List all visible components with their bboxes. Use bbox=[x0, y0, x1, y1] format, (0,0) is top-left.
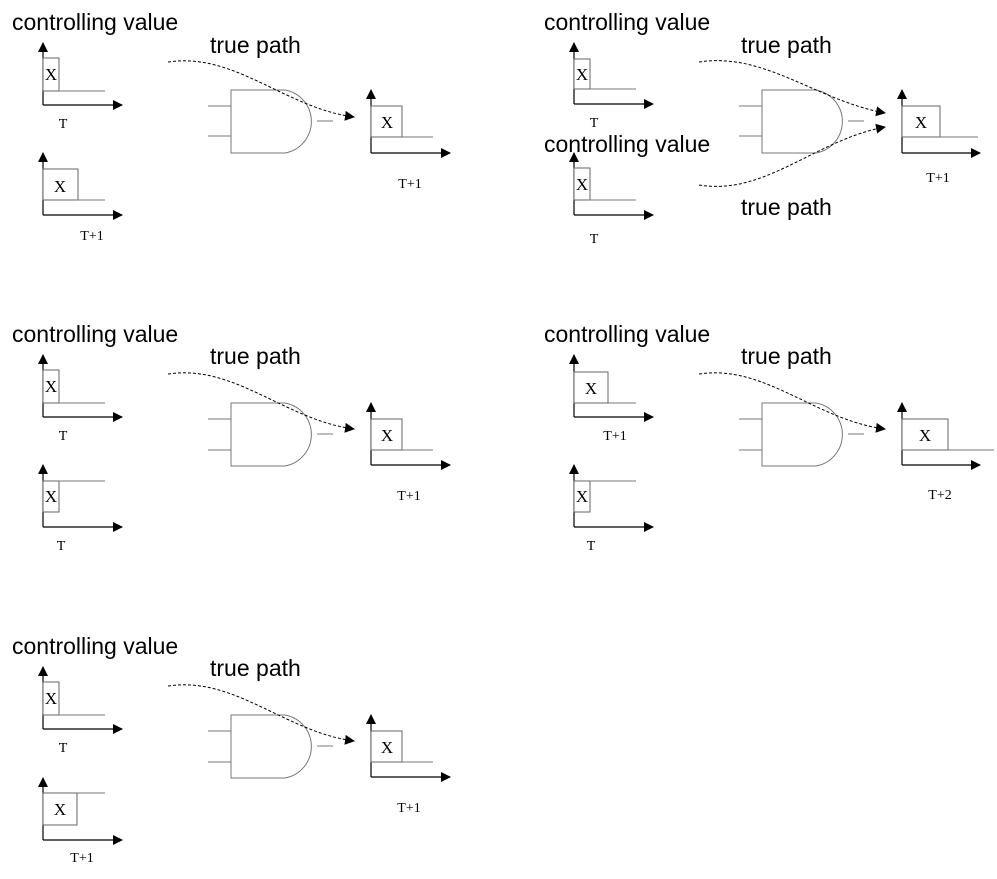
and-gate bbox=[739, 89, 864, 154]
x-label: X bbox=[381, 426, 393, 445]
x-box bbox=[42, 57, 60, 92]
x-box bbox=[901, 105, 941, 138]
true-path-arrow bbox=[167, 684, 355, 745]
and-gate bbox=[208, 89, 333, 154]
and-gate bbox=[739, 402, 864, 467]
x-box bbox=[42, 168, 79, 201]
time-label: T+1 bbox=[398, 177, 421, 192]
input-waveform-2: X T bbox=[569, 152, 654, 247]
controlling-value-label: controlling value bbox=[544, 9, 710, 35]
x-box bbox=[573, 58, 591, 90]
input-waveform-1: X T bbox=[38, 42, 123, 132]
panel-2: controlling value true path controlling … bbox=[544, 9, 981, 247]
true-path-arrow bbox=[698, 372, 886, 433]
time-label: T bbox=[590, 116, 599, 131]
time-label: T+1 bbox=[70, 851, 93, 866]
x-label: X bbox=[919, 426, 931, 445]
panel-4: controlling value true path X T+1 X T bbox=[544, 321, 994, 554]
input-waveform-2: X T+1 bbox=[38, 152, 123, 244]
x-label: X bbox=[54, 177, 66, 196]
true-path-label: true path bbox=[741, 343, 832, 369]
input-waveform-1: X T+1 bbox=[569, 354, 654, 444]
x-label: X bbox=[45, 487, 57, 506]
input-waveform-1: X T bbox=[38, 666, 123, 756]
x-box bbox=[573, 371, 609, 404]
and-gate bbox=[208, 402, 333, 467]
x-box bbox=[42, 480, 60, 513]
true-path-label: true path bbox=[210, 343, 301, 369]
x-box bbox=[901, 418, 949, 451]
output-waveform: X T+1 bbox=[366, 89, 451, 192]
input-waveform-1: X T bbox=[38, 354, 123, 444]
output-waveform: X T+1 bbox=[897, 89, 981, 186]
time-label: T+1 bbox=[397, 801, 420, 816]
x-box bbox=[573, 480, 591, 513]
true-path-arrow bbox=[167, 60, 355, 121]
x-label: X bbox=[576, 487, 588, 506]
panel-3: controlling value true path X T X T bbox=[12, 321, 451, 554]
x-label: X bbox=[54, 800, 66, 819]
time-label: T+1 bbox=[80, 229, 103, 244]
time-label: T+1 bbox=[603, 429, 626, 444]
x-label: X bbox=[585, 379, 597, 398]
x-box bbox=[42, 792, 78, 826]
x-label: X bbox=[576, 65, 588, 84]
time-label: T bbox=[59, 741, 68, 756]
x-label: X bbox=[45, 377, 57, 396]
output-waveform: X T+1 bbox=[366, 714, 451, 816]
input-waveform-2: X T bbox=[569, 464, 654, 554]
time-label: T bbox=[59, 429, 68, 444]
controlling-value-label: controlling value bbox=[12, 633, 178, 659]
true-path-label: true path bbox=[210, 655, 301, 681]
and-gate bbox=[208, 714, 333, 779]
x-label: X bbox=[915, 113, 927, 132]
time-label: T bbox=[587, 539, 596, 554]
panel-5: controlling value true path X T X T+1 bbox=[12, 633, 451, 866]
true-path-arrow bbox=[167, 372, 355, 433]
x-box bbox=[573, 167, 591, 201]
time-label: T bbox=[57, 539, 66, 554]
x-box bbox=[370, 730, 403, 763]
true-path-arrow bbox=[698, 123, 886, 187]
x-box bbox=[42, 369, 60, 404]
controlling-value-label: controlling value bbox=[544, 321, 710, 347]
x-label: X bbox=[381, 113, 393, 132]
time-label: T+1 bbox=[397, 489, 420, 504]
controlling-value-label: controlling value bbox=[12, 9, 178, 35]
panel-1: controlling value true path X T X T+1 bbox=[12, 9, 451, 244]
x-box bbox=[370, 418, 403, 451]
input-waveform-1: X T bbox=[569, 42, 654, 131]
true-path-label: true path bbox=[741, 32, 832, 58]
x-label: X bbox=[45, 65, 57, 84]
input-waveform-2: X T bbox=[38, 464, 123, 554]
x-label: X bbox=[576, 175, 588, 194]
time-label: T+2 bbox=[928, 488, 951, 503]
output-waveform: X T+1 bbox=[366, 402, 451, 504]
true-path-label: true path bbox=[210, 32, 301, 58]
time-label: T bbox=[590, 232, 599, 247]
x-box bbox=[42, 681, 60, 716]
time-label: T bbox=[59, 117, 68, 132]
x-label: X bbox=[381, 738, 393, 757]
output-waveform: X T+2 bbox=[897, 402, 994, 503]
controlling-value-label: controlling value bbox=[12, 321, 178, 347]
time-label: T+1 bbox=[926, 171, 949, 186]
true-path-label: true path bbox=[741, 194, 832, 220]
controlling-value-label: controlling value bbox=[544, 131, 710, 157]
x-box bbox=[370, 105, 403, 138]
input-waveform-2: X T+1 bbox=[38, 777, 123, 866]
x-label: X bbox=[45, 689, 57, 708]
